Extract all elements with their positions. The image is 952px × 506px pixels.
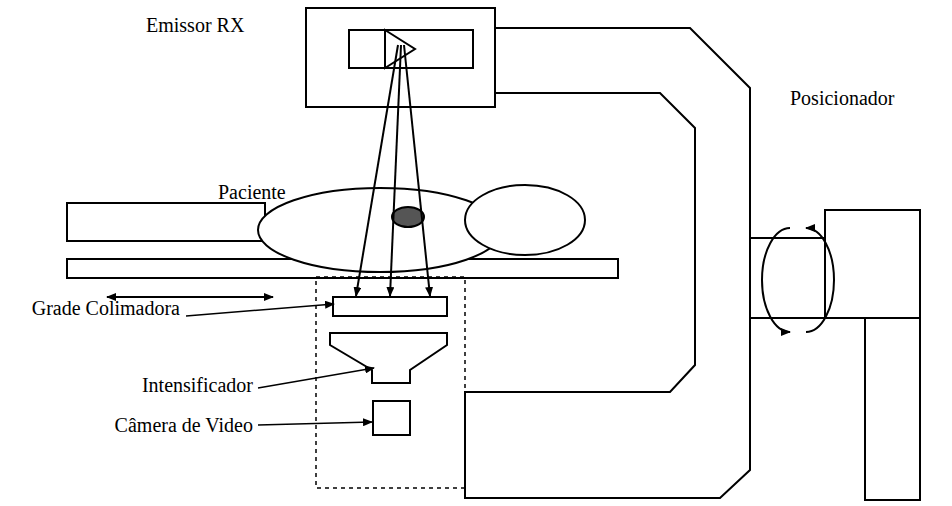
rotation-arrow xyxy=(762,228,790,332)
part-label: Paciente xyxy=(218,180,286,204)
leader-line xyxy=(258,422,372,425)
leg-support xyxy=(67,203,265,241)
patient-head xyxy=(465,185,585,255)
xray-beam xyxy=(404,45,430,296)
image-intensifier xyxy=(330,333,447,383)
video-camera xyxy=(373,401,410,435)
part-label: Intensificador xyxy=(142,373,253,397)
rotation-arrow xyxy=(806,228,834,332)
part-label: Emissor RX xyxy=(146,13,244,37)
leader-line xyxy=(258,368,374,388)
part-label: Grade Colimadora xyxy=(32,296,180,320)
collimator-grid xyxy=(333,297,447,316)
positioner-column xyxy=(865,318,920,500)
detector-group xyxy=(316,277,465,488)
leader-line xyxy=(186,304,334,316)
target-organ xyxy=(392,207,424,227)
positioner-head xyxy=(825,210,920,318)
part-label: Câmera de Video xyxy=(115,413,253,437)
patient-body xyxy=(258,188,502,272)
xray-beam xyxy=(390,45,401,296)
part-label: Posicionador xyxy=(790,86,894,110)
xray-tube xyxy=(349,30,473,68)
